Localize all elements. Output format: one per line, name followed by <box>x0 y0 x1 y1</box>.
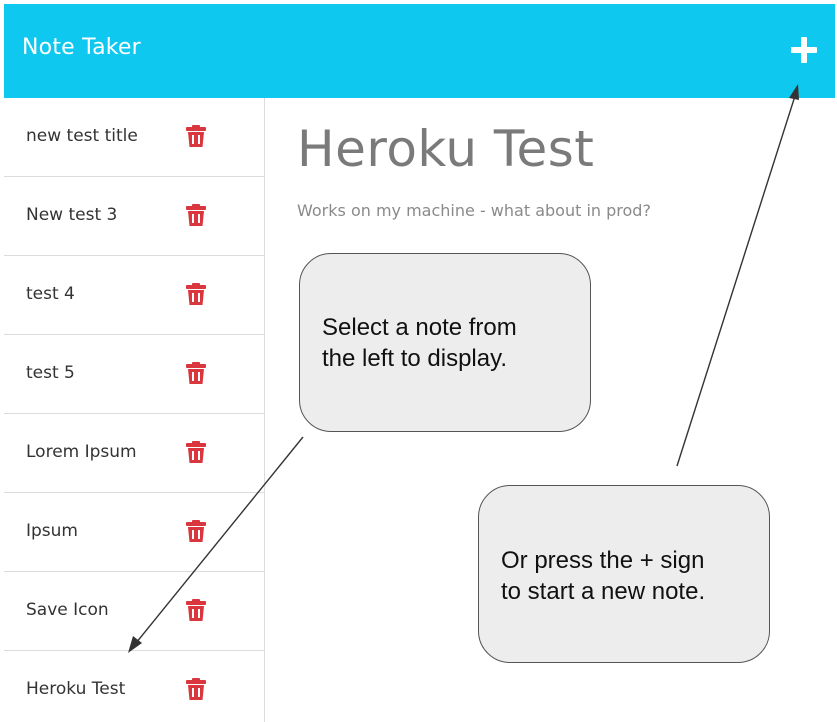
note-list-item-title[interactable]: Ipsum <box>26 521 78 541</box>
callout-new-note: Or press the + sign to start a new note. <box>478 485 770 663</box>
note-list-item-title[interactable]: Heroku Test <box>26 679 126 699</box>
callout-select-line-2: the left to display. <box>322 345 507 372</box>
trash-icon[interactable] <box>186 441 206 463</box>
callout-new-line-2: to start a new note. <box>501 578 706 605</box>
note-list-item[interactable]: Save Icon <box>4 572 264 651</box>
app-brand[interactable]: Note Taker <box>22 35 141 60</box>
note-text-field[interactable]: Works on my machine - what about in prod… <box>297 201 651 220</box>
trash-icon[interactable] <box>186 678 206 700</box>
trash-icon[interactable] <box>186 362 206 384</box>
note-title-field[interactable]: Heroku Test <box>297 120 595 178</box>
note-list-item[interactable]: Lorem Ipsum <box>4 414 264 493</box>
callout-select-note: Select a note from the left to display. <box>299 253 591 432</box>
note-list-item[interactable]: test 4 <box>4 256 264 335</box>
note-list-item-title[interactable]: test 4 <box>26 284 75 304</box>
note-list-item-title[interactable]: test 5 <box>26 363 75 383</box>
navbar: Note Taker <box>4 4 835 98</box>
trash-icon[interactable] <box>186 204 206 226</box>
note-list: new test title New test 3 <box>4 98 264 722</box>
note-list-item-title[interactable]: New test 3 <box>26 205 118 225</box>
note-list-item[interactable]: New test 3 <box>4 177 264 256</box>
note-list-item[interactable]: test 5 <box>4 335 264 414</box>
note-list-item-title[interactable]: Lorem Ipsum <box>26 442 137 462</box>
trash-icon[interactable] <box>186 283 206 305</box>
note-list-item[interactable]: Ipsum <box>4 493 264 572</box>
callout-new-line-1: Or press the + sign <box>501 547 705 574</box>
trash-icon[interactable] <box>186 125 206 147</box>
new-note-button[interactable] <box>791 37 817 63</box>
note-list-item-title[interactable]: Save Icon <box>26 600 109 620</box>
note-list-item[interactable]: Heroku Test <box>4 651 264 722</box>
note-list-item[interactable]: new test title <box>4 98 264 177</box>
trash-icon[interactable] <box>186 599 206 621</box>
trash-icon[interactable] <box>186 520 206 542</box>
notes-sidebar: new test title New test 3 <box>4 98 265 722</box>
callout-select-line-1: Select a note from <box>322 314 517 341</box>
note-list-item-title[interactable]: new test title <box>26 126 138 146</box>
